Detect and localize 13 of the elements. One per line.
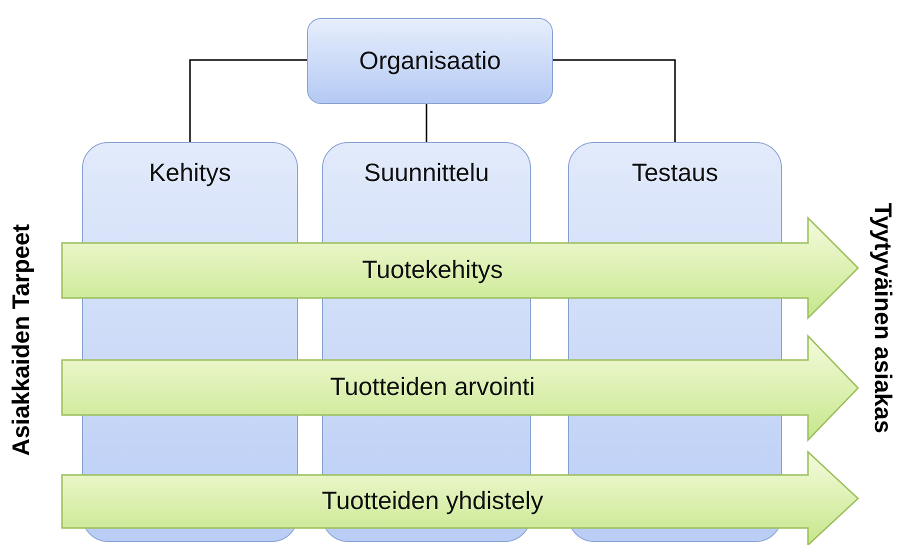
side-label: Asiakkaiden Tarpeet	[8, 224, 36, 456]
connector-line	[553, 59, 676, 142]
arrow-label: Tuotteiden arvointi	[330, 373, 535, 402]
column-title: Testaus	[632, 159, 718, 187]
arrow-label: Tuotekehitys	[362, 256, 503, 285]
column-title: Kehitys	[149, 159, 231, 187]
side-label: Tyytyväinen asiakas	[868, 202, 896, 434]
connector-line	[426, 104, 428, 142]
column-title: Suunnittelu	[364, 159, 490, 187]
box-title: Organisaatio	[359, 46, 501, 74]
connector-line	[189, 59, 307, 142]
arrow-label: Tuotteiden yhdistely	[322, 487, 544, 516]
organization-box	[307, 18, 553, 104]
